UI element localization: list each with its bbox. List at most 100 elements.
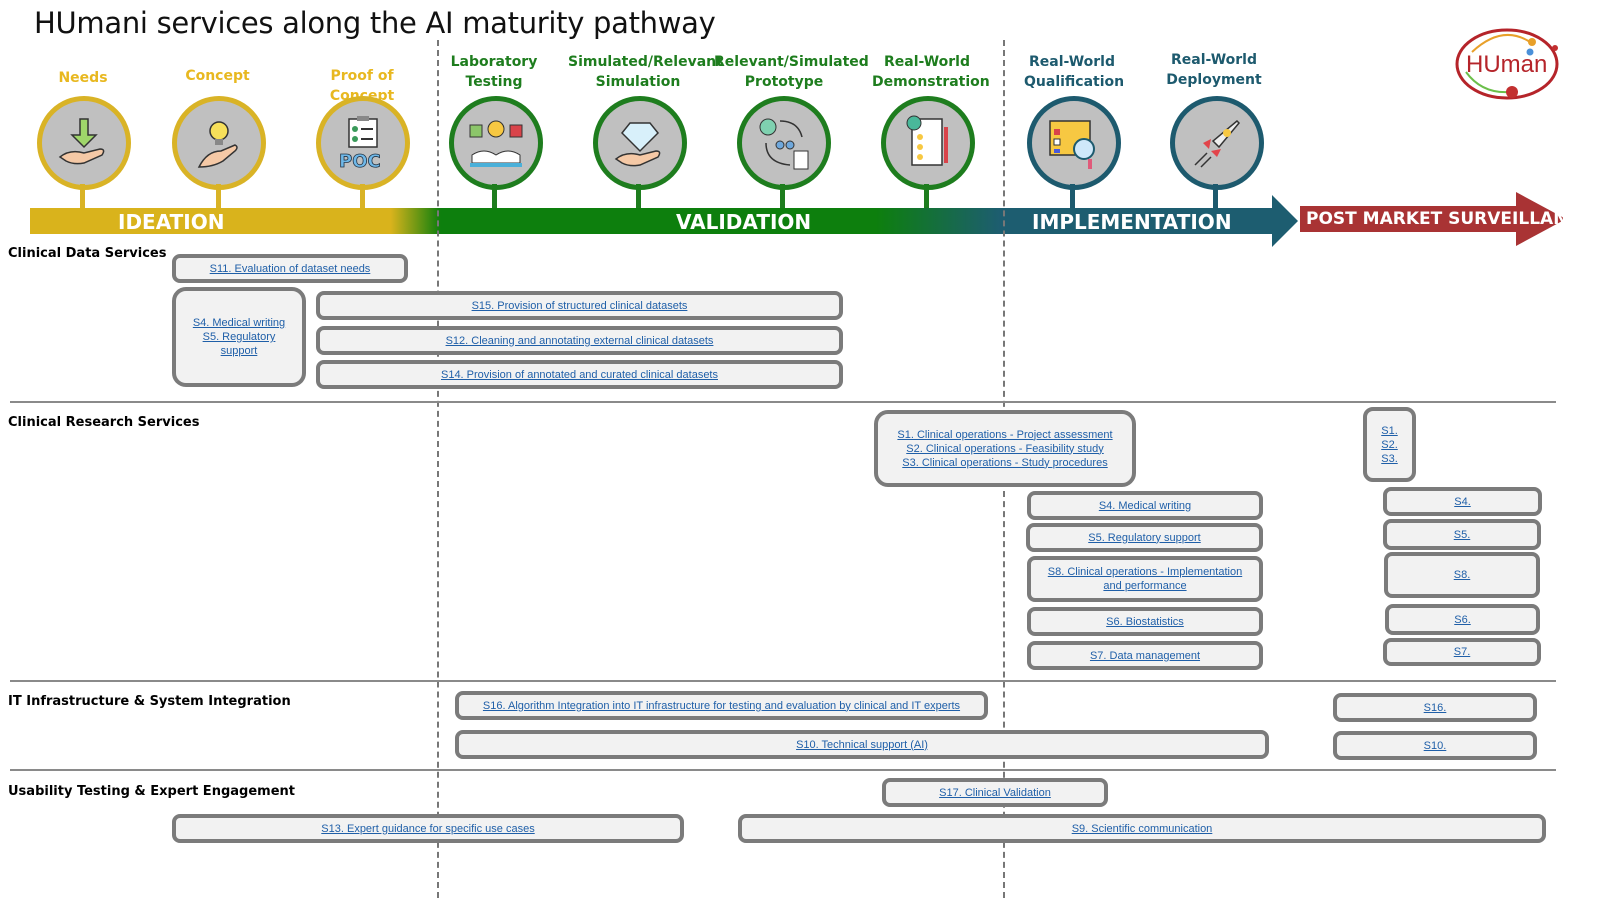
phase-implementation: IMPLEMENTATION [1032, 210, 1232, 234]
service-s9-link[interactable]: S9. Scientific communication [1071, 822, 1213, 835]
stage-label-demonstration: Real-World Demonstration [872, 54, 990, 90]
pm-service-s8-link[interactable]: S8. [1453, 569, 1471, 581]
post-market-arrow-head [1516, 192, 1566, 246]
category-it-infrastructure: IT Infrastructure & System Integration [8, 694, 291, 709]
pm-service-s8[interactable]: S8. [1384, 552, 1540, 598]
service-s10-link[interactable]: S10. Technical support (AI) [796, 738, 928, 751]
service-s13[interactable]: S13. Expert guidance for specific use ca… [172, 814, 684, 843]
pm-service-s5-link[interactable]: S5. [1453, 528, 1471, 541]
stage-label-concept: Concept [185, 68, 250, 84]
service-s4[interactable]: S4. Medical writing [1027, 491, 1263, 520]
qualification-icon [1027, 96, 1121, 190]
stage-label-qualification: Real-World Qualification [1024, 54, 1125, 90]
phase-validation: VALIDATION [676, 210, 812, 234]
category-divider [10, 769, 1556, 771]
service-s16-link[interactable]: S16. Algorithm Integration into IT infra… [482, 699, 961, 712]
svg-text:POC: POC [339, 151, 381, 172]
concept-stem [216, 184, 221, 208]
pm-service-s3-link[interactable]: S3. [1381, 452, 1398, 465]
stage-label-laboratory-testing: Laboratory Testing [450, 54, 538, 90]
deployment-icon [1170, 96, 1264, 190]
service-s8-link[interactable]: S8. Clinical operations - Implementation [1047, 566, 1243, 578]
service-s5-link-cont[interactable]: support [220, 345, 258, 357]
phase-ideation: IDEATION [118, 210, 225, 234]
prototype-icon [737, 96, 831, 190]
service-s16[interactable]: S16. Algorithm Integration into IT infra… [455, 691, 988, 720]
qualification-stem [1070, 184, 1075, 208]
humani-logo: HUman [1455, 28, 1559, 100]
service-s14[interactable]: S14. Provision of annotated and curated … [316, 360, 843, 389]
service-s5-link[interactable]: S5. Regulatory support [1088, 531, 1201, 544]
category-usability-testing: Usability Testing & Expert Engagement [8, 784, 295, 799]
category-divider [10, 680, 1556, 682]
laboratory-testing-stem [492, 184, 497, 208]
demonstration-stem [924, 184, 929, 208]
service-s3-link[interactable]: S3. Clinical operations - Study procedur… [902, 456, 1108, 469]
service-s14-link[interactable]: S14. Provision of annotated and curated … [440, 368, 718, 381]
pm-service-s6[interactable]: S6. [1385, 604, 1540, 635]
service-s5[interactable]: S5. Regulatory support [1026, 523, 1263, 552]
service-s6-link[interactable]: S6. Biostatistics [1106, 615, 1184, 628]
ideation-validation-divider [437, 40, 439, 898]
phase-bar [30, 208, 1274, 234]
pm-service-s4[interactable]: S4. [1383, 487, 1542, 516]
pm-service-s1-link[interactable]: S1. [1381, 424, 1398, 437]
pm-service-s16[interactable]: S16. [1333, 693, 1537, 722]
pm-service-s6-link[interactable]: S6. [1454, 613, 1471, 626]
service-s4-link[interactable]: S4. Medical writing [1098, 499, 1192, 512]
deployment-stem [1213, 184, 1218, 208]
service-s17-link[interactable]: S17. Clinical Validation [939, 786, 1051, 799]
pm-service-s10[interactable]: S10. [1333, 731, 1537, 760]
stage-label-needs: Needs [58, 70, 108, 86]
pm-service-s1-s3[interactable]: S1. S2. S3. [1363, 407, 1416, 482]
page-title: HUmani services along the AI maturity pa… [34, 6, 716, 40]
stage-label-prototype: Relevant/Simulated Prototype [714, 54, 869, 90]
stage-label-deployment: Real-World Deployment [1166, 52, 1262, 88]
simulation-stem [636, 184, 641, 208]
service-s15[interactable]: S15. Provision of structured clinical da… [316, 291, 843, 320]
service-s11-link[interactable]: S11. Evaluation of dataset needs [209, 262, 371, 275]
service-s17[interactable]: S17. Clinical Validation [882, 778, 1108, 807]
category-clinical-research-services: Clinical Research Services [8, 415, 200, 430]
pm-service-s10-link[interactable]: S10. [1423, 739, 1447, 752]
stage-label-simulated-simulation: Simulated/Relevant Simulation [568, 54, 723, 90]
service-s1-link[interactable]: S1. Clinical operations - Project assess… [897, 428, 1113, 441]
service-s8[interactable]: S8. Clinical operations - Implementation… [1027, 556, 1263, 602]
service-s13-link[interactable]: S13. Expert guidance for specific use ca… [321, 822, 535, 835]
service-s9[interactable]: S9. Scientific communication [738, 814, 1546, 843]
svg-text:HUman: HUman [1466, 51, 1547, 78]
pm-service-s16-link[interactable]: S16. [1423, 701, 1447, 714]
needs-icon [37, 96, 131, 190]
service-s4-link[interactable]: S4. Medical writing [192, 317, 286, 329]
category-clinical-data-services: Clinical Data Services [8, 246, 167, 261]
poc-icon: POC [316, 96, 410, 190]
needs-stem [80, 184, 85, 208]
service-s11[interactable]: S11. Evaluation of dataset needs [172, 254, 408, 283]
service-s7-link[interactable]: S7. Data management [1089, 649, 1201, 662]
pm-service-s4-link[interactable]: S4. [1454, 495, 1471, 508]
pm-service-s7-link[interactable]: S7. [1453, 646, 1471, 658]
prototype-stem [780, 184, 785, 208]
laboratory-testing-icon [449, 96, 543, 190]
service-s4-s5[interactable]: S4. Medical writing S5. Regulatory suppo… [172, 287, 306, 387]
service-s6[interactable]: S6. Biostatistics [1027, 607, 1263, 636]
concept-icon [172, 96, 266, 190]
service-s8-link-cont[interactable]: and performance [1103, 580, 1187, 592]
poc-stem [360, 184, 365, 208]
service-s2-link[interactable]: S2. Clinical operations - Feasibility st… [906, 442, 1104, 455]
service-s5-link[interactable]: S5. Regulatory [202, 331, 276, 343]
post-market-bar [1300, 206, 1518, 232]
phase-post-market: POST MARKET SURVEILLANCE [1306, 209, 1592, 229]
service-s7[interactable]: S7. Data management [1027, 641, 1263, 670]
pm-service-s2-link[interactable]: S2. [1381, 438, 1398, 451]
service-s12[interactable]: S12. Cleaning and annotating external cl… [316, 326, 843, 355]
service-s10[interactable]: S10. Technical support (AI) [455, 730, 1269, 759]
pm-service-s7[interactable]: S7. [1383, 638, 1541, 666]
pm-service-s5[interactable]: S5. [1383, 519, 1541, 550]
service-s12-link[interactable]: S12. Cleaning and annotating external cl… [445, 334, 714, 347]
category-divider [10, 401, 1556, 403]
service-s1-s3[interactable]: S1. Clinical operations - Project assess… [874, 410, 1136, 487]
simulation-icon [593, 96, 687, 190]
service-s15-link[interactable]: S15. Provision of structured clinical da… [471, 299, 688, 312]
demonstration-icon [881, 96, 975, 190]
